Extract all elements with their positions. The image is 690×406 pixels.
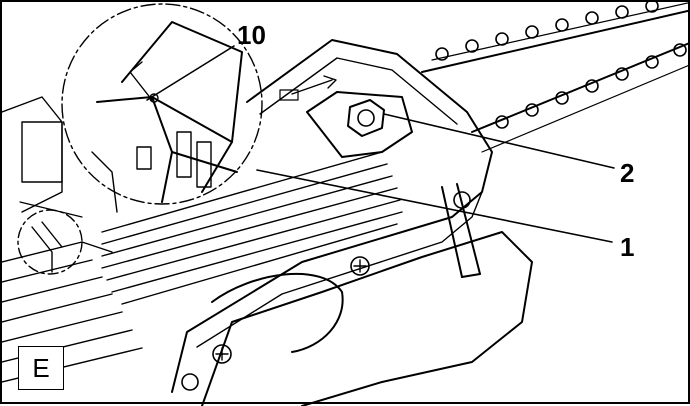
small-detail-circle (17, 201, 83, 275)
guide-bar-chain (421, 2, 690, 153)
housing-ribs (101, 151, 403, 305)
leader-2 (383, 113, 615, 169)
callout-2: 2 (620, 158, 635, 188)
detail-circle (61, 3, 263, 205)
sprocket-cover (171, 39, 493, 393)
engine-housing (2, 96, 143, 383)
callout-10: 10 (237, 20, 266, 50)
figure-label: E (18, 346, 64, 390)
leader-1 (256, 169, 613, 243)
lower-housing (181, 191, 533, 406)
nut-assembly (306, 91, 413, 158)
leader-lines (146, 45, 615, 243)
callout-1: 1 (620, 232, 635, 262)
leader-10 (146, 45, 235, 101)
